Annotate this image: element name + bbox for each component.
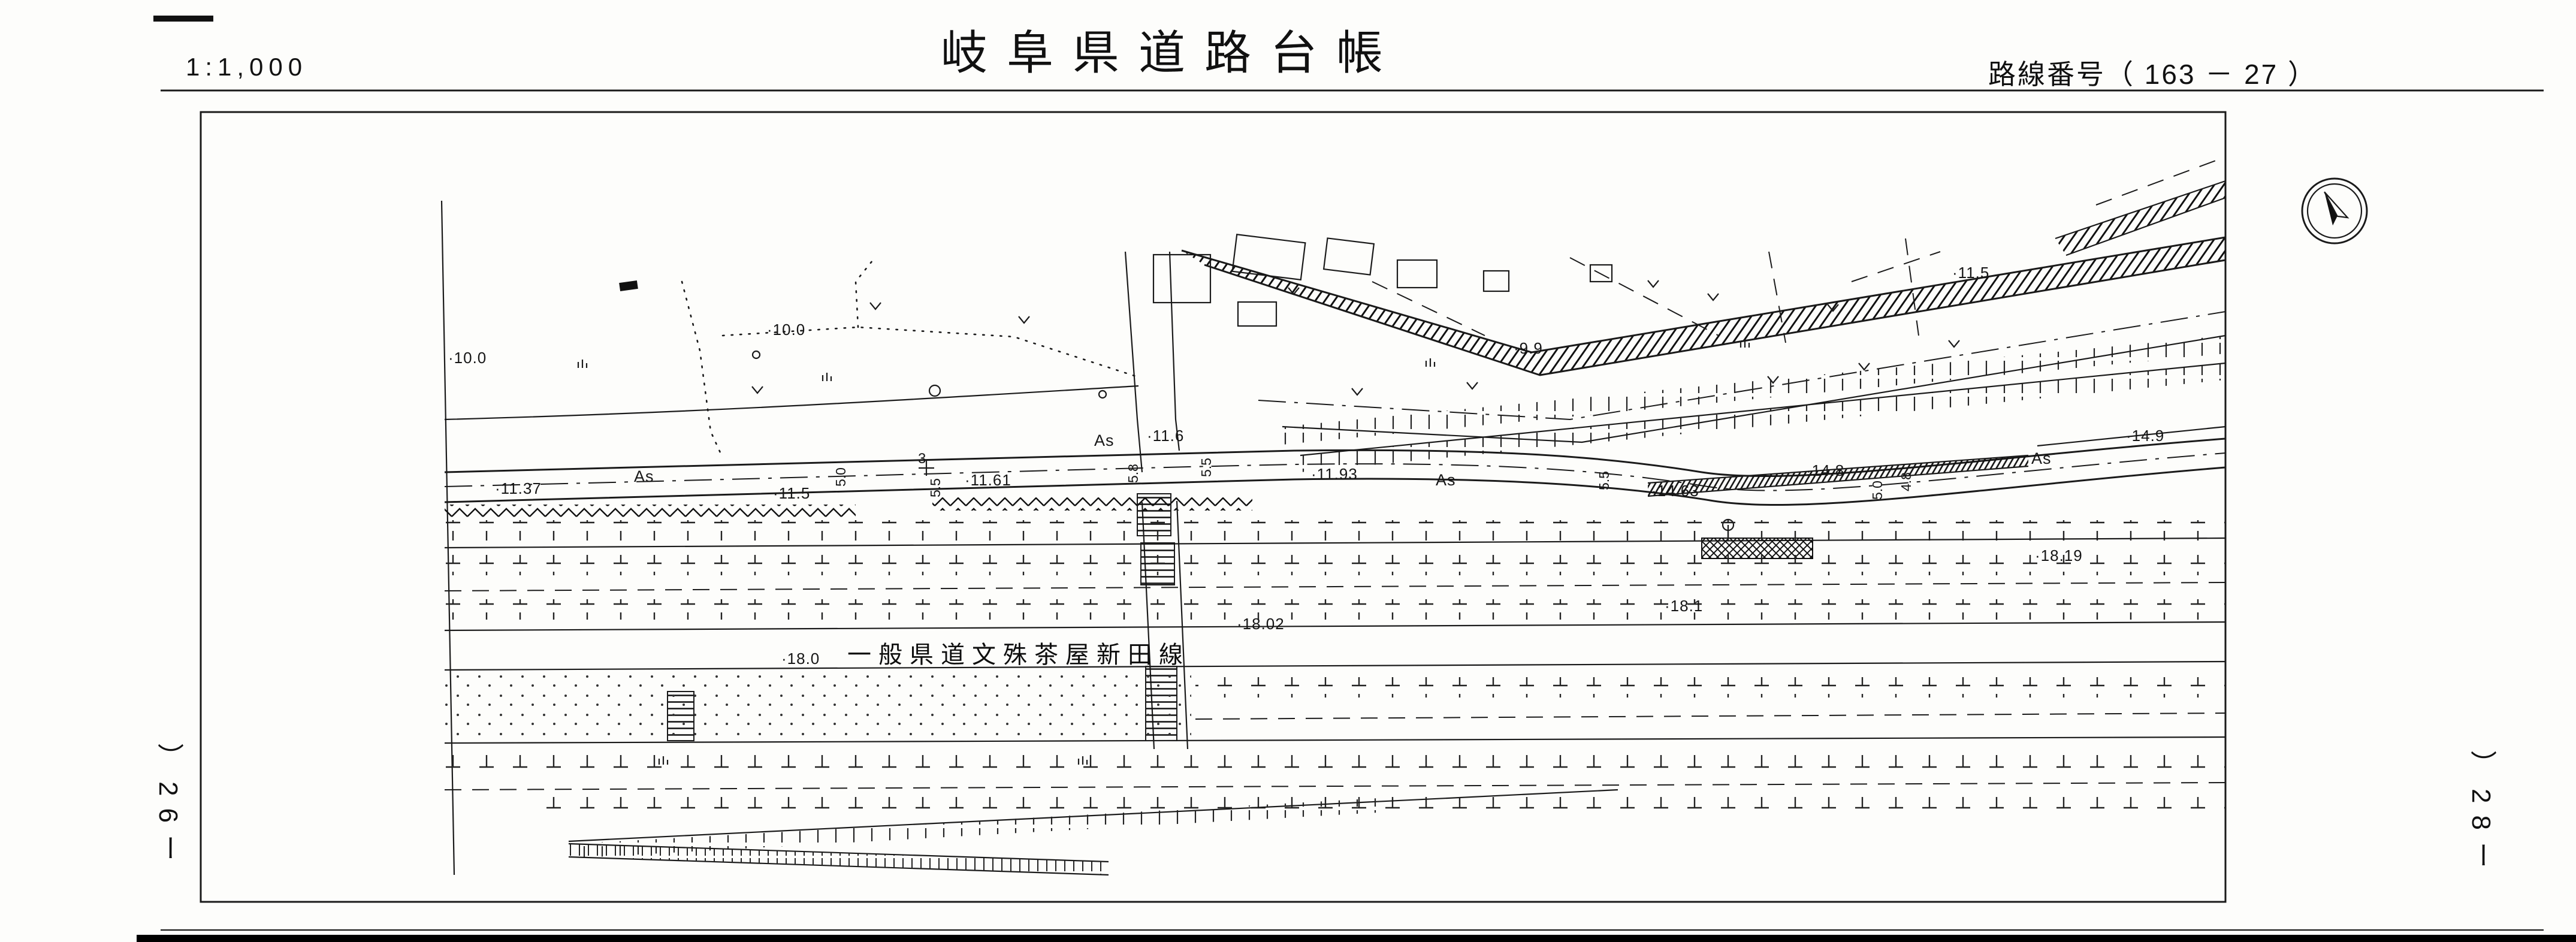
surface-type-label: As [634,467,654,485]
spot-elevation: ·11.61 [965,471,1011,489]
survey-cross [919,460,934,476]
spot-elevation: ·10.0 [448,349,487,367]
buildings [619,234,1613,327]
width-dimension-label: 5.0 [1870,481,1885,500]
spot-elevation: ·18.19 [2035,547,2083,564]
slope-bands [444,520,2226,816]
spot-elevation: ·11.5 [773,484,811,502]
scale-label: 1:1,000 [186,53,308,81]
vegetation-marks [751,280,1960,396]
grass-marks [577,339,1750,765]
spot-elevation: ·10.0 [767,321,806,339]
route-number-label: 路線番号（ 163 － 27 ） [1988,59,2318,90]
surface-type-label: As [2031,449,2052,467]
spot-elevation: ·18.02 [1237,615,1285,633]
surface-type-label: As [1094,431,1115,449]
surface-type-label: As [1436,471,1456,489]
spot-elevation: ·11.93 [1311,465,1358,483]
width-dimension-label: 5.5 [1596,471,1612,490]
sheet-frame [137,16,2576,942]
spot-elevation: ·18.0 [781,650,820,668]
ditch-lines [568,789,1618,876]
width-dimension-label: 5.5 [928,478,943,497]
north-arrow-icon [2301,177,2368,244]
page-title: 岐阜県道路台帳 [941,26,1403,79]
spot-elevation: ·14.63 [1651,482,1699,500]
spot-elevation: ·14.8 [1806,461,1845,479]
spot-elevation: ·18.1 [1665,597,1704,615]
spot-elevation: ·9.9 [1514,339,1543,357]
width-dimension-label: 5.8 [1125,464,1141,483]
width-dimension-label: 5.5 [1198,458,1214,477]
sheet-ref-left: ）26ー [153,743,183,873]
spot-elevation: ·11.37 [495,479,542,497]
sheet-ref-right: ）28ー [2466,750,2496,880]
width-dimension-label: 3 [918,451,927,467]
embankment-band [1181,156,2226,376]
width-dimension-label: 4.8 [1898,472,1914,491]
width-dimension-label: 5.0 [833,467,848,487]
spot-elevation: ·14.9 [2126,427,2165,445]
road-name-label: 一般県道文殊茶屋新田線 [847,642,1190,668]
spot-elevation: ·11.5 [1952,264,1990,282]
spot-elevation: ·11.6 [1147,427,1185,445]
